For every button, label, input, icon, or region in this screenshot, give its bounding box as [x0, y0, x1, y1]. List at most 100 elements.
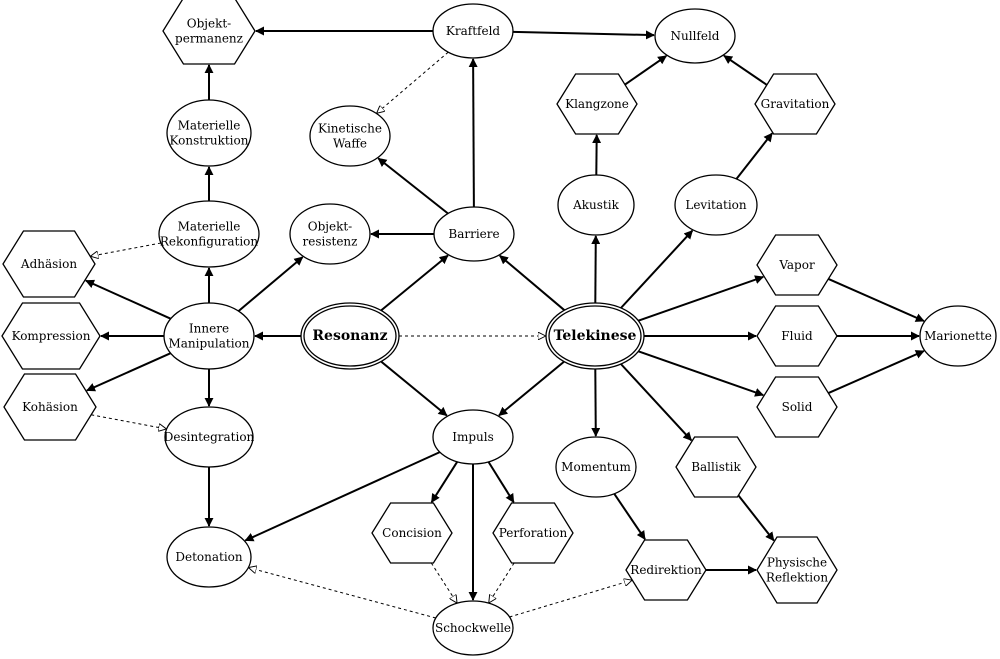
- node-klangzone: Klangzone: [556, 73, 638, 135]
- node-marionette: Marionette: [919, 305, 997, 367]
- node-label-barriere: Barriere: [448, 227, 499, 241]
- node-label-levitation: Levitation: [685, 198, 747, 212]
- node-kohaesion: Kohäsion: [3, 373, 97, 441]
- node-label-schockwelle: Schockwelle: [435, 621, 511, 635]
- edge-telekinese-to-impuls: [498, 360, 565, 417]
- node-solid: Solid: [756, 376, 838, 438]
- edge-innere-manipulation-to-adhaesion: [85, 279, 172, 320]
- node-label-telekinese: Telekinese: [554, 328, 637, 344]
- edge-momentum-to-redirektion: [613, 493, 646, 540]
- node-nullfeld: Nullfeld: [654, 8, 736, 64]
- node-detonation: Detonation: [166, 526, 252, 588]
- edge-ballistik-to-physische-reflektion: [737, 494, 775, 542]
- objektresistenz-ellipse: [289, 203, 371, 265]
- materielle-konstruktion-ellipse: [166, 99, 252, 167]
- momentum-ellipse: [555, 436, 637, 498]
- node-impuls: Impuls: [432, 409, 514, 465]
- detonation-ellipse: [166, 526, 252, 588]
- node-concision: Concision: [371, 502, 453, 564]
- node-label-kompression: Kompression: [12, 329, 91, 343]
- node-label-concision: Concision: [382, 526, 442, 540]
- node-telekinese: Telekinese: [545, 302, 645, 370]
- nullfeld-ellipse: [654, 8, 736, 64]
- node-label-klangzone: Klangzone: [565, 97, 629, 111]
- objektpermanenz-hexagon: [162, 0, 256, 65]
- edge-schockwelle-to-redirektion: [509, 580, 632, 618]
- edge-telekinese-to-ballistik: [620, 363, 693, 442]
- redirektion-hexagon: [625, 539, 707, 601]
- edge-levitation-to-gravitation: [735, 132, 773, 180]
- node-label-kraftfeld: Kraftfeld: [446, 24, 501, 38]
- node-ballistik: Ballistik: [675, 436, 757, 498]
- node-label-vapor: Vapor: [778, 258, 815, 272]
- node-barriere: Barriere: [433, 206, 515, 262]
- fluid-hexagon: [756, 305, 838, 367]
- node-akustik: Akustik: [557, 174, 635, 236]
- edge-vapor-to-marionette: [827, 277, 925, 322]
- node-objektresistenz: Objekt-resistenz: [289, 203, 371, 265]
- edge-innere-manipulation-to-objektresistenz: [237, 256, 304, 312]
- node-kraftfeld: Kraftfeld: [432, 3, 514, 59]
- node-label-solid: Solid: [782, 400, 813, 414]
- node-label-perforation: Perforation: [499, 526, 568, 540]
- materielle-rekonfiguration-ellipse: [158, 200, 260, 268]
- edge-impuls-to-perforation: [487, 461, 515, 503]
- node-redirektion: Redirektion: [625, 539, 707, 601]
- physische-reflektion-hexagon: [756, 536, 838, 604]
- node-fluid: Fluid: [756, 305, 838, 367]
- node-label-adhaesion: Adhäsion: [20, 257, 77, 271]
- kinetische-waffe-ellipse: [309, 105, 391, 167]
- node-label-kohaesion: Kohäsion: [22, 400, 78, 414]
- node-gravitation: Gravitation: [754, 73, 836, 135]
- edge-schockwelle-to-detonation: [249, 568, 436, 619]
- edge-telekinese-to-barriere: [499, 254, 566, 311]
- node-label-impuls: Impuls: [452, 430, 494, 444]
- node-label-nullfeld: Nullfeld: [671, 29, 720, 43]
- adhaesion-hexagon: [2, 230, 96, 298]
- barriere-ellipse: [433, 206, 515, 262]
- node-resonanz: Resonanz: [300, 302, 400, 370]
- node-label-objektresistenz: Objekt-resistenz: [303, 220, 358, 249]
- vapor-hexagon: [756, 234, 838, 296]
- node-label-redirektion: Redirektion: [630, 563, 702, 577]
- node-label-momentum: Momentum: [561, 460, 631, 474]
- edge-gravitation-to-nullfeld: [723, 54, 768, 86]
- node-vapor: Vapor: [756, 234, 838, 296]
- node-label-desintegration: Desintegration: [164, 430, 255, 444]
- edge-telekinese-to-levitation: [620, 229, 694, 309]
- gravitation-hexagon: [754, 73, 836, 135]
- innere-manipulation-ellipse: [163, 302, 255, 370]
- edge-klangzone-to-nullfeld: [624, 55, 668, 86]
- perforation-hexagon: [492, 502, 574, 564]
- edges: [85, 26, 925, 619]
- edge-impuls-to-detonation: [244, 451, 441, 542]
- edge-kraftfeld-to-nullfeld: [512, 30, 655, 40]
- node-label-gravitation: Gravitation: [761, 97, 830, 111]
- edge-resonanz-to-impuls: [380, 360, 448, 417]
- ballistik-hexagon: [675, 436, 757, 498]
- edge-telekinese-to-akustik: [591, 235, 601, 304]
- node-desintegration: Desintegration: [164, 406, 255, 468]
- node-label-fluid: Fluid: [781, 329, 813, 343]
- edge-barriere-to-kraftfeld: [468, 58, 478, 208]
- concision-hexagon: [371, 502, 453, 564]
- telekinese-inner-ring: [548, 305, 642, 367]
- node-momentum: Momentum: [555, 436, 637, 498]
- node-label-objektpermanenz: Objekt-permanenz: [175, 17, 243, 46]
- edge-innere-manipulation-to-kohaesion: [86, 352, 172, 392]
- edge-perforation-to-schockwelle: [489, 562, 515, 602]
- schockwelle-ellipse: [432, 600, 514, 656]
- desintegration-ellipse: [164, 406, 254, 468]
- klangzone-hexagon: [556, 73, 638, 135]
- node-levitation: Levitation: [674, 174, 758, 236]
- kraftfeld-ellipse: [432, 3, 514, 59]
